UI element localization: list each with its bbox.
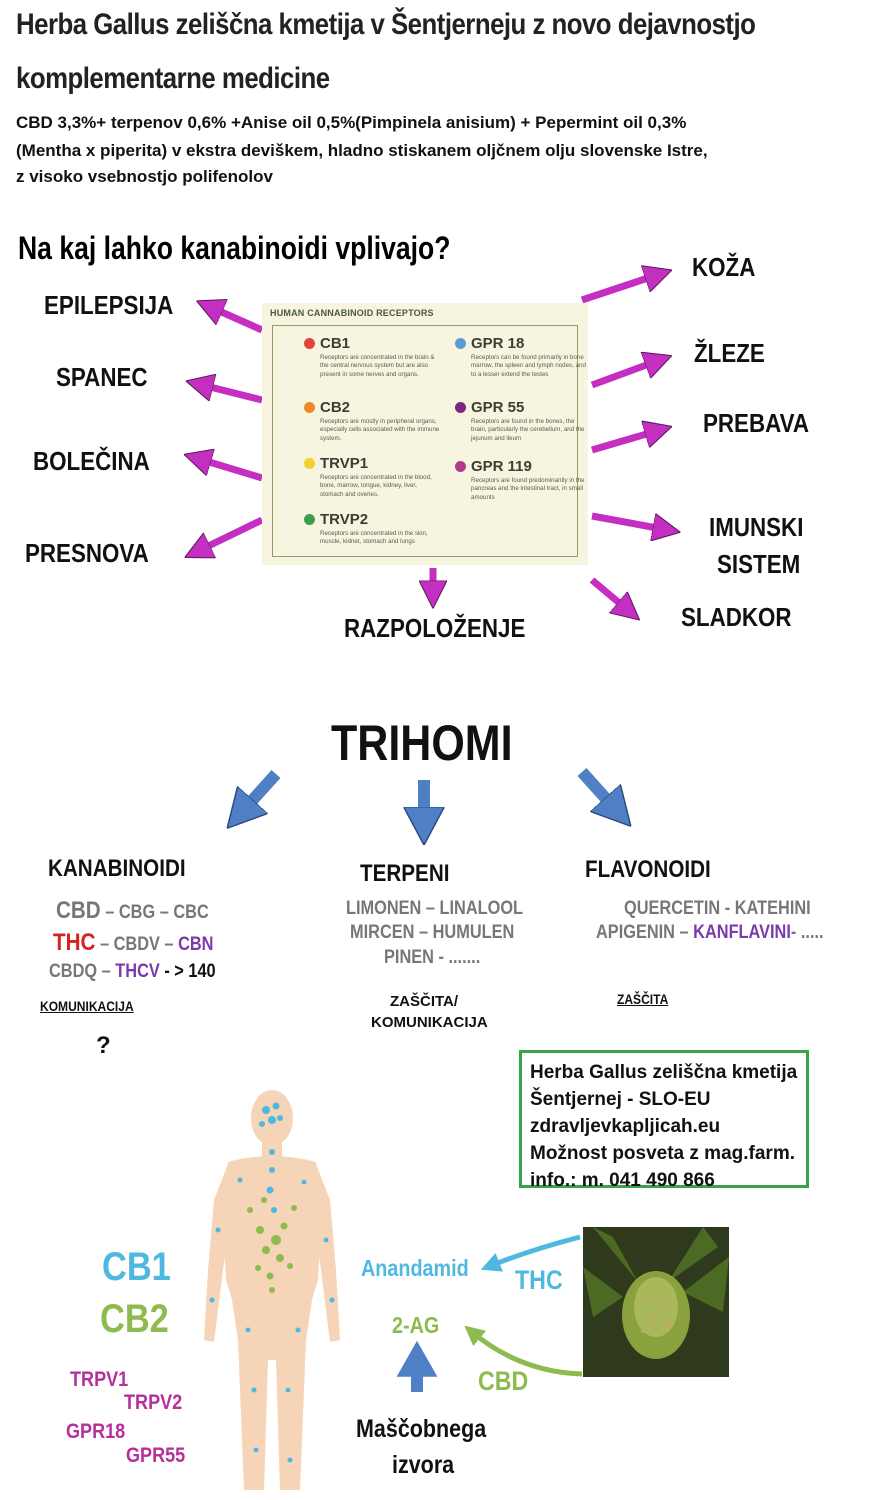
arrow-spanec [198,384,263,404]
arrow-sladkor [589,577,630,612]
terpeni-note1: ZAŠČITA/ [390,993,459,1010]
page-title: Herba Gallus zeliščna kmetija v Šentjern… [16,8,756,41]
effects-heading: Na kaj lahko kanabinoidi vplivajo? [18,230,451,266]
trpv1-label: TRPV1 [70,1368,129,1391]
question-mark: ? [96,1032,111,1059]
page-title-continued: komplementarne medicine [16,62,330,95]
receptor-dot-icon [455,338,466,349]
anandamid-label: Anandamid [361,1255,469,1281]
effect-presnova: PRESNOVA [25,538,149,568]
receptor-dot-icon [304,338,315,349]
trihomi-title: TRIHOMI [331,715,513,771]
flavonoidi-line2: APIGENIN – KANFLAVINI- ..... [596,922,824,943]
arrow-imunski [591,512,668,530]
two-ag-label: 2-AG [392,1312,440,1338]
product-description-line3: z visoko vsebnostjo polifenolov [16,167,273,186]
effect-spanec: SPANEC [56,362,148,392]
category-terpeni: TERPENI [360,860,450,887]
terpeni-line1: LIMONEN – LINALOOL [346,898,524,919]
terpeni-note2: KOMUNIKACIJA [371,1014,488,1031]
kanabinoidi-line3: CBDQ – THCV - > 140 [49,961,216,982]
arrow-to-kanabinoidi [240,769,281,814]
receptor-gpr18: GPR 18 Receptors can be found primarily … [455,335,591,379]
effect-arrows [0,0,869,700]
arrow-cbd-to-2ag [464,1325,583,1377]
info-consultation: Možnost posveta z mag.farm. [530,1143,795,1164]
receptor-cb2: CB2 Receptors are mostly in peripheral o… [304,399,440,443]
arrow-zleze [590,360,660,389]
info-phone[interactable]: info.: m. 041 490 866 [530,1170,715,1191]
receptor-gpr119: GPR 119 Receptors are found predominantl… [455,458,591,502]
thc-label: THC [515,1265,563,1295]
receptor-cb1: CB1 Receptors are concentrated in the br… [304,335,440,379]
cannabis-plant-photo [583,1227,729,1377]
terpeni-line3: PINEN - ....... [384,947,481,968]
effect-sladkor: SLADKOR [681,602,792,632]
info-location: Šentjernej - SLO-EU [530,1089,711,1110]
category-kanabinoidi: KANABINOIDI [48,855,186,882]
gpr18-label: GPR18 [66,1420,126,1443]
arrow-prebava [591,430,660,454]
effect-epilepsija: EPILEPSIJA [44,290,174,320]
arrow-epilepsija [208,306,264,334]
trpv2-label: TRPV2 [124,1391,183,1414]
arrow-thc-to-anandamid [480,1234,581,1272]
human-body-illustration [204,1090,340,1490]
fat-source-line1: Maščobnega [356,1415,487,1443]
receptor-dot-icon [304,458,315,469]
receptor-dot-icon [304,402,315,413]
cb1-receptor-dots [209,1102,335,1463]
trihomi-arrows [0,767,869,880]
receptor-dot-icon [455,402,466,413]
cb2-label: CB2 [100,1297,169,1341]
arrow-koza [580,274,660,304]
effect-prebava: PREBAVA [703,408,810,438]
effect-imunski: IMUNSKI [709,512,804,542]
effect-sistem: SISTEM [717,549,801,579]
effect-razpolozenje: RAZPOLOŽENJE [344,613,526,643]
cbd-label: CBD [478,1366,529,1396]
fat-source-line2: izvora [392,1451,455,1479]
receptor-dot-icon [455,461,466,472]
arrow-bolecina [196,458,264,482]
arrow-presnova [196,516,264,552]
product-description-line2: (Mentha x piperita) v ekstra deviškem, h… [16,141,708,160]
kanabinoidi-note: KOMUNIKACIJA [40,998,134,1014]
info-farm-name: Herba Gallus zeliščna kmetija [530,1062,798,1083]
cb2-receptor-dots [247,1197,297,1293]
flavonoidi-note: ZAŠČITA [617,991,669,1007]
contact-info-box: Herba Gallus zeliščna kmetija Šentjernej… [519,1050,809,1191]
info-website[interactable]: zdravljevkapljicah.eu [530,1116,721,1137]
cb1-label: CB1 [102,1245,171,1289]
gpr55-label: GPR55 [126,1444,186,1467]
product-description-line1: CBD 3,3%+ terpenov 0,6% +Anise oil 0,5%(… [16,113,687,132]
category-flavonoidi: FLAVONOIDI [585,856,711,883]
effect-koza: KOŽA [692,252,756,282]
terpeni-line2: MIRCEN – HUMULEN [350,922,515,943]
receptor-trvp2: TRVP2 Receptors are concentrated in the … [304,511,440,547]
receptor-gpr55: GPR 55 Receptors are found in the bones,… [455,399,591,443]
flavonoidi-line1: QUERCETIN - KATEHINI [624,898,811,919]
receptor-trvp1: TRVP1 Receptors are concentrated in the … [304,455,440,499]
receptors-card-frame [272,325,578,557]
arrow-to-flavonoidi [577,767,618,812]
receptor-dot-icon [304,514,315,525]
effect-bolecina: BOLEČINA [33,446,150,476]
effect-zleze: ŽLEZE [694,338,765,368]
receptors-card-title: HUMAN CANNABINOID RECEPTORS [270,308,434,318]
kanabinoidi-line2: THC – CBDV – CBN [53,929,214,956]
receptors-card: HUMAN CANNABINOID RECEPTORS CB1 Receptor… [262,303,588,565]
kanabinoidi-line1: CBD – CBG – CBC [56,897,209,924]
